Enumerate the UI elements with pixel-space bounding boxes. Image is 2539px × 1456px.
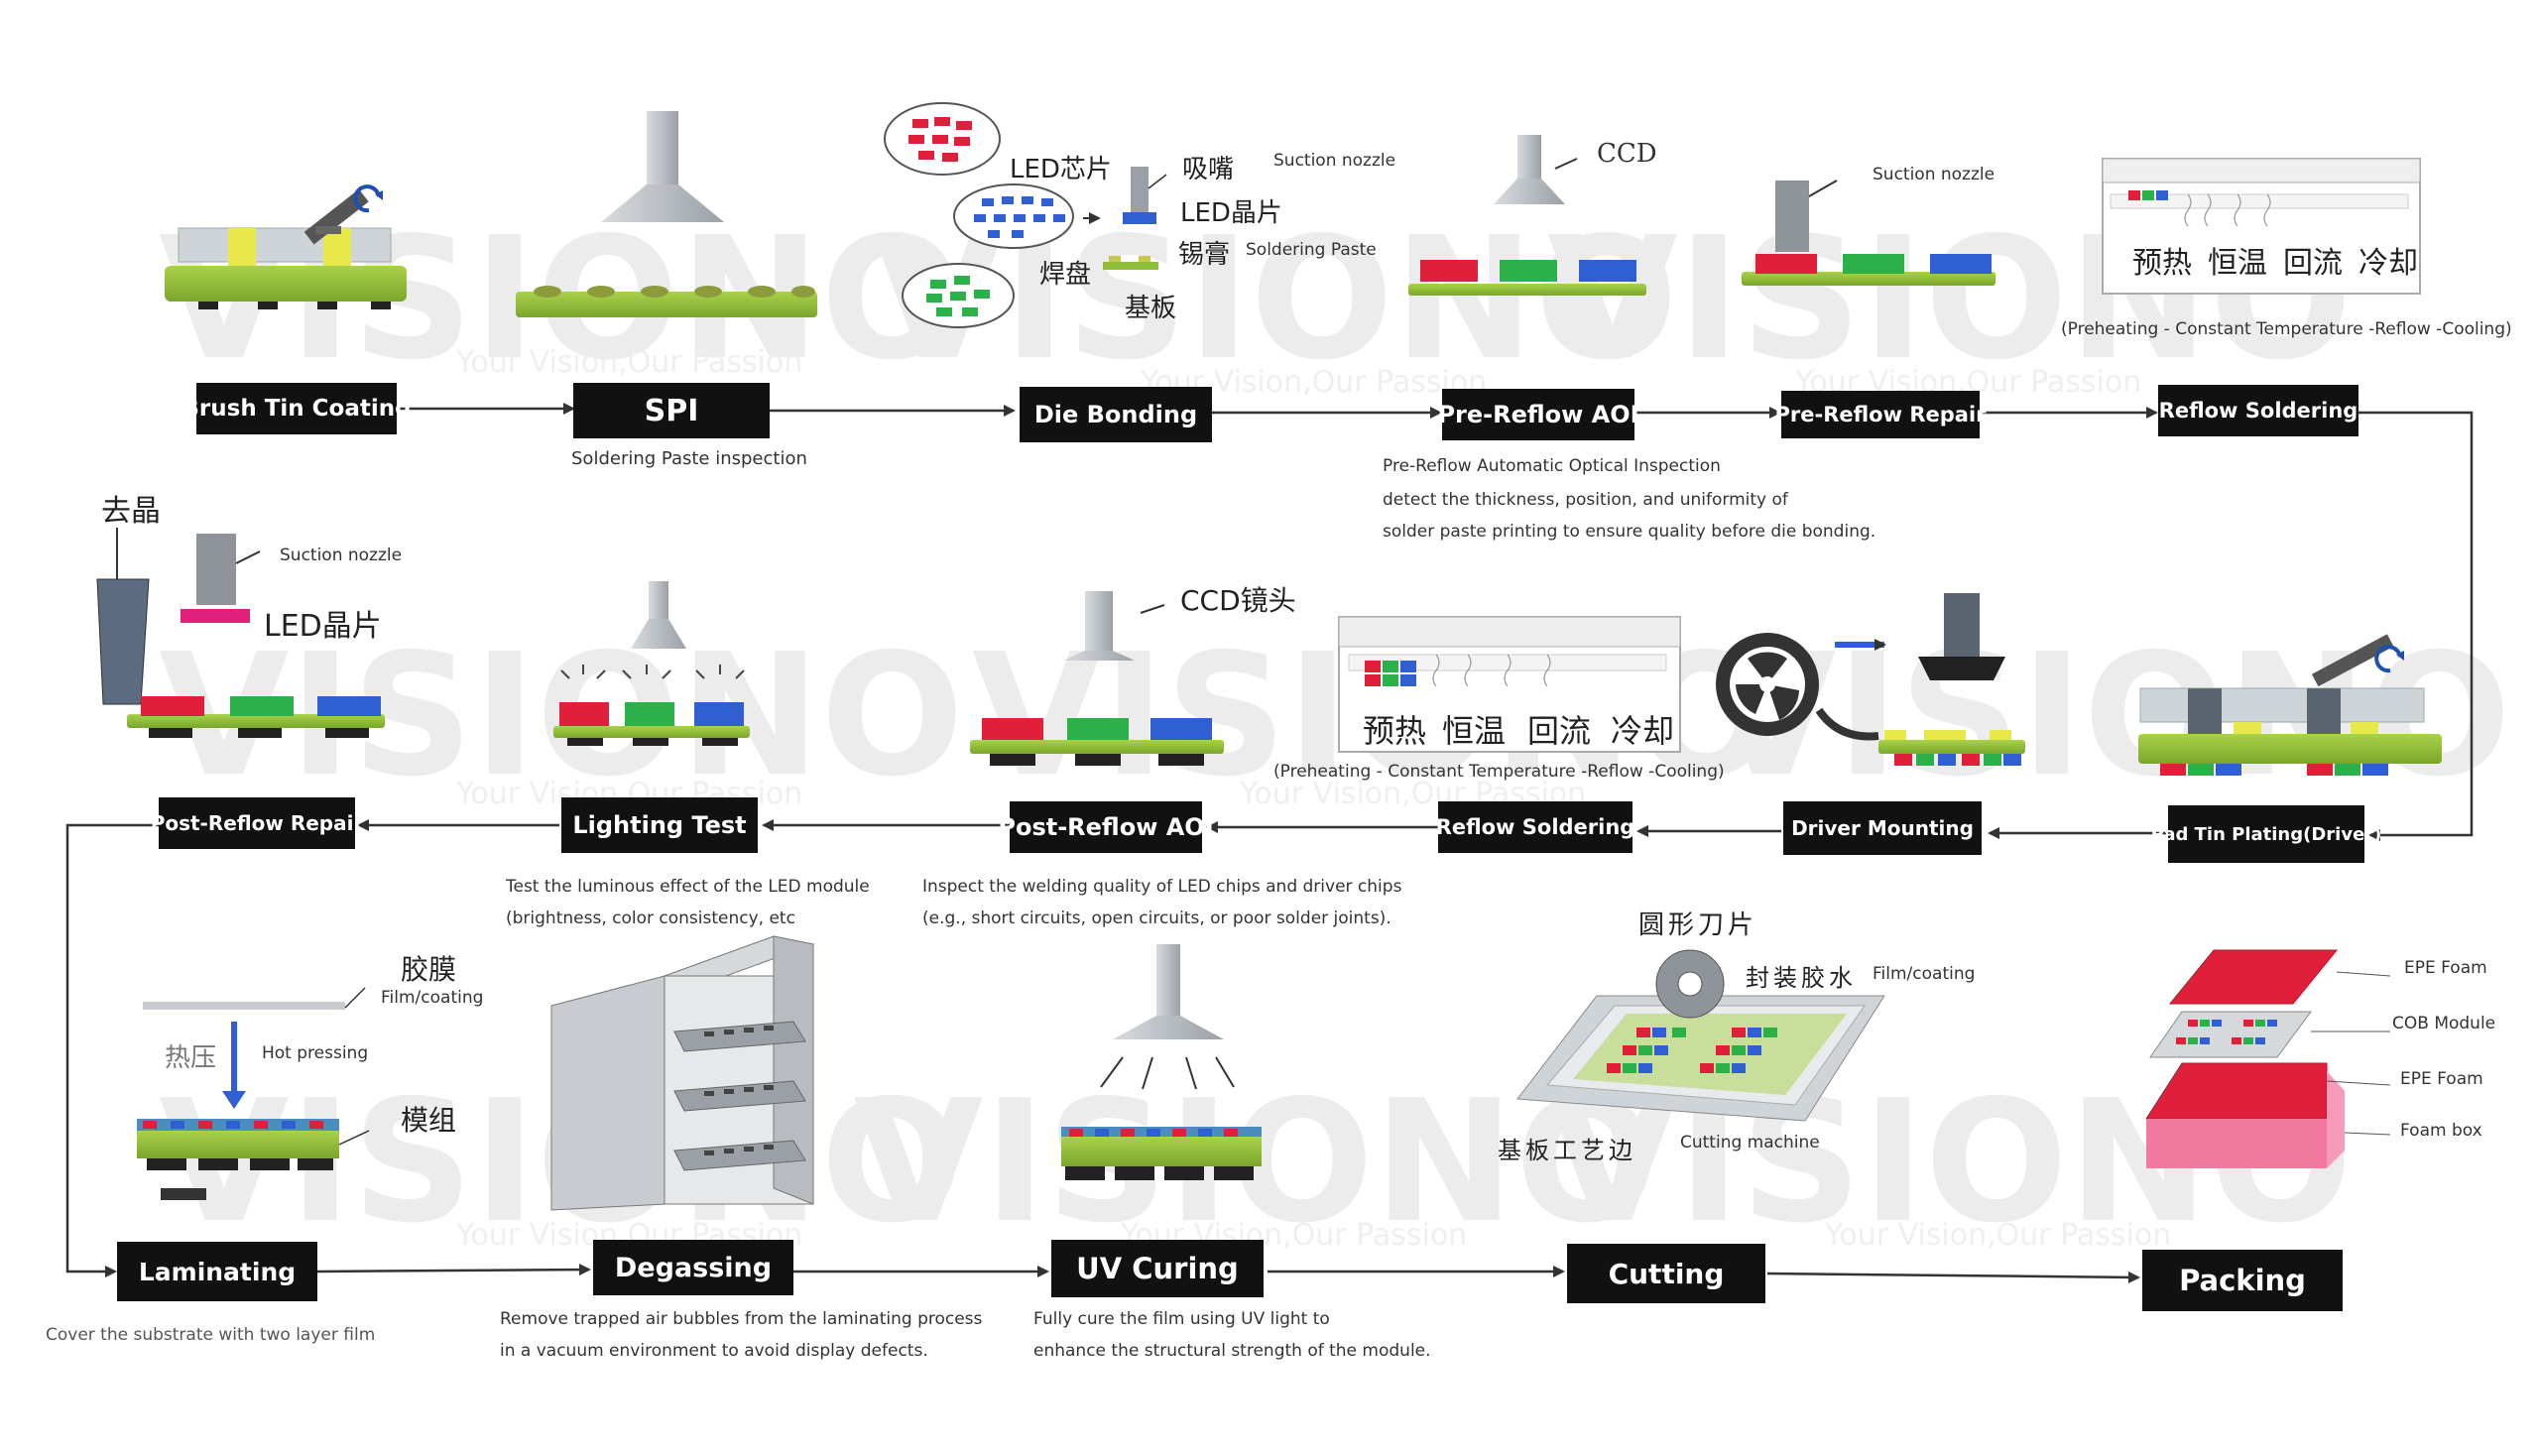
driver-mounting-illustration	[1716, 593, 2025, 766]
step-packing[interactable]: Packing	[2142, 1250, 2343, 1311]
pad-label: 焊盘	[1039, 260, 1092, 290]
blade-label: 圆形刀片	[1638, 910, 1758, 940]
arrow-connector	[2358, 411, 2474, 841]
step-pre-reflow-aoi[interactable]: Pre-Reflow AOI	[1437, 389, 1639, 440]
led-chip-label: LED芯片	[1010, 155, 1112, 184]
solder-paste-zh-label: 锡膏	[1178, 240, 1231, 270]
packing-illustration	[2145, 949, 2391, 1168]
glue-zh-label: 封装胶水	[1746, 964, 1857, 992]
degassing-caption-line: in a vacuum environment to avoid display…	[500, 1341, 928, 1361]
film-zh-label: 胶膜	[401, 953, 457, 986]
reflow-stage-label: 回流	[1527, 712, 1592, 750]
degassing-caption-line: Remove trapped air bubbles from the lami…	[500, 1309, 983, 1329]
lighting-test-illustration	[553, 581, 750, 746]
pre-reflow-repair-illustration	[1742, 180, 1995, 286]
led-wafer-label: LED晶片	[1180, 198, 1282, 228]
packing-label-epe-bottom: EPE Foam	[2400, 1069, 2483, 1089]
aoi-caption-line: Pre-Reflow Automatic Optical Inspection	[1383, 456, 1721, 476]
substrate-edge-label: 基板工艺边	[1498, 1137, 1636, 1164]
reflow-caption: (Preheating - Constant Temperature -Refl…	[2061, 319, 2512, 339]
row1-arrows	[65, 403, 2474, 1283]
step-degassing[interactable]: Degassing	[593, 1240, 793, 1295]
reflow-stage-label: 预热	[2132, 246, 2192, 281]
film-label: Film/coating	[381, 988, 484, 1008]
post-reflow-aoi-illustration	[970, 591, 1224, 766]
pre-reflow-aoi-illustration	[1408, 135, 1646, 296]
reflow-stage-label: 预热	[1363, 712, 1427, 750]
reflow-stage-label: 冷却	[2358, 246, 2418, 281]
laminating-illustration	[137, 987, 370, 1200]
cutting-illustration	[1516, 949, 1885, 1122]
step-post-reflow-repair[interactable]: Post-Reflow Repair	[151, 797, 363, 849]
degassing-illustration	[550, 935, 815, 1211]
remove-chip-label: 去晶	[101, 494, 161, 529]
step-brush-tin-coating[interactable]: Brush Tin Coating	[181, 383, 412, 434]
step-uv-curing[interactable]: UV Curing	[1051, 1240, 1264, 1297]
hot-press-zh-label: 热压	[165, 1043, 217, 1073]
aoi-caption-line: solder paste printing to ensure quality …	[1383, 522, 1876, 542]
suction-nozzle-label: Suction nozzle	[1273, 151, 1396, 171]
laminating-caption: Cover the substrate with two layer film	[46, 1325, 376, 1345]
step-spi[interactable]: SPI	[573, 383, 770, 438]
reflow-oven-illustration	[2102, 158, 2421, 295]
reflow-stage-label: 恒温	[1442, 712, 1507, 750]
spi-caption: Soldering Paste inspection	[571, 448, 807, 469]
step-pre-reflow-repair[interactable]: Pre-Reflow Repair	[1775, 391, 1987, 438]
step-lighting-test[interactable]: Lighting Test	[561, 797, 758, 853]
step-pad-tin-plating[interactable]: Pad Tin Plating(Driver)	[2151, 805, 2381, 863]
aoi-caption-line: detect the thickness, position, and unif…	[1383, 490, 1788, 510]
lighting-caption-line: Test the luminous effect of the LED modu…	[506, 877, 870, 897]
die-bonding-illustration	[884, 102, 1167, 328]
packing-label-foam-box: Foam box	[2400, 1121, 2482, 1141]
reflow-stage-label: 冷却	[1611, 712, 1675, 750]
uv-caption-line: enhance the structural strength of the m…	[1033, 1341, 1431, 1361]
ccd-lens-label: CCD镜头	[1180, 584, 1296, 617]
step-die-bonding[interactable]: Die Bonding	[1020, 387, 1212, 442]
ccd-label: CCD	[1597, 139, 1657, 169]
packing-label-epe-top: EPE Foam	[2404, 958, 2487, 978]
reflow-stage-label: 恒温	[2208, 246, 2267, 281]
reflow-caption: (Preheating - Constant Temperature -Refl…	[1273, 762, 1725, 782]
lighting-caption-line: (brightness, color consistency, etc	[506, 909, 795, 928]
pad-tin-plating-illustration	[2138, 634, 2442, 776]
repair-nozzle-label: Suction nozzle	[1873, 165, 1995, 184]
step-post-reflow-aoi[interactable]: Post-Reflow AOI	[998, 801, 1214, 853]
substrate-label: 基板	[1125, 294, 1177, 323]
cutting-machine-label: Cutting machine	[1680, 1133, 1820, 1153]
step-laminating[interactable]: Laminating	[117, 1242, 317, 1301]
suction-nozzle-zh-label: 吸嘴	[1182, 155, 1235, 184]
arrow-connector	[65, 823, 159, 1277]
step-cutting[interactable]: Cutting	[1567, 1244, 1765, 1303]
hot-press-label: Hot pressing	[262, 1043, 369, 1063]
packing-label-cob: COB Module	[2392, 1014, 2496, 1033]
post-reflow-repair-illustration	[96, 528, 385, 738]
aoi-caption-line: (e.g., short circuits, open circuits, or…	[922, 909, 1391, 928]
step-reflow-soldering-2[interactable]: Reflow Soldering	[1436, 801, 1634, 853]
uv-curing-illustration	[1061, 944, 1262, 1180]
brush-tin-coating-illustration	[165, 184, 407, 309]
spi-illustration	[516, 111, 817, 317]
step-driver-mounting[interactable]: Driver Mounting	[1783, 801, 1982, 855]
arrow	[316, 1264, 591, 1276]
nozzle-label: Suction nozzle	[280, 546, 403, 565]
reflow-stage-label: 回流	[2283, 246, 2343, 281]
glue-label: Film/coating	[1873, 964, 1976, 984]
led-wafer-label: LED晶片	[264, 609, 382, 644]
arrow	[1766, 1271, 2140, 1283]
module-zh-label: 模组	[401, 1104, 457, 1137]
aoi-caption-line: Inspect the welding quality of LED chips…	[922, 877, 1402, 897]
solder-paste-label: Soldering Paste	[1246, 240, 1377, 260]
uv-caption-line: Fully cure the film using UV light to	[1033, 1309, 1330, 1329]
step-reflow-soldering[interactable]: Reflow Soldering	[2158, 385, 2358, 436]
reflow-oven-illustration	[1338, 616, 1681, 753]
